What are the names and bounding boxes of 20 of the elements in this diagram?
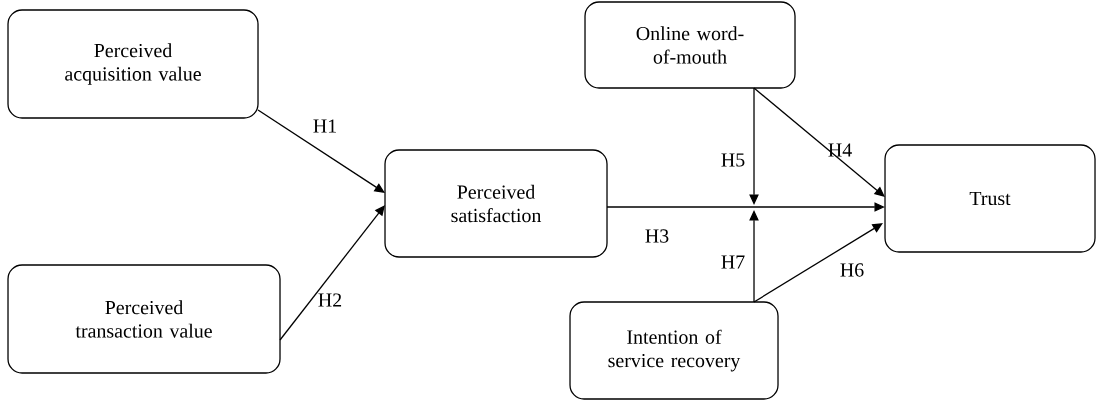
edge-label: H4 [828, 143, 852, 157]
edge-label: H2 [318, 293, 342, 307]
arrow [606, 202, 885, 212]
arrow [749, 210, 759, 303]
edge-label: H3 [645, 229, 669, 243]
edge-label: H1 [313, 119, 336, 133]
arrow [749, 87, 759, 205]
arrow [279, 205, 385, 341]
construct-box: Perceived transaction value [7, 264, 281, 374]
arrow [257, 109, 385, 193]
arrow [753, 87, 885, 197]
construct-box: Intention of service recovery [569, 301, 779, 400]
construct-box: Online word-of-mouth [584, 1, 796, 89]
arrow [753, 223, 883, 303]
construct-box: Perceived satisfaction [384, 149, 608, 258]
construct-box: Perceived acquisition value [7, 9, 259, 119]
edge-label: H6 [840, 263, 864, 277]
edge-label: H5 [721, 153, 745, 167]
edge-label: H7 [721, 255, 745, 269]
construct-box: Trust [884, 144, 1096, 253]
